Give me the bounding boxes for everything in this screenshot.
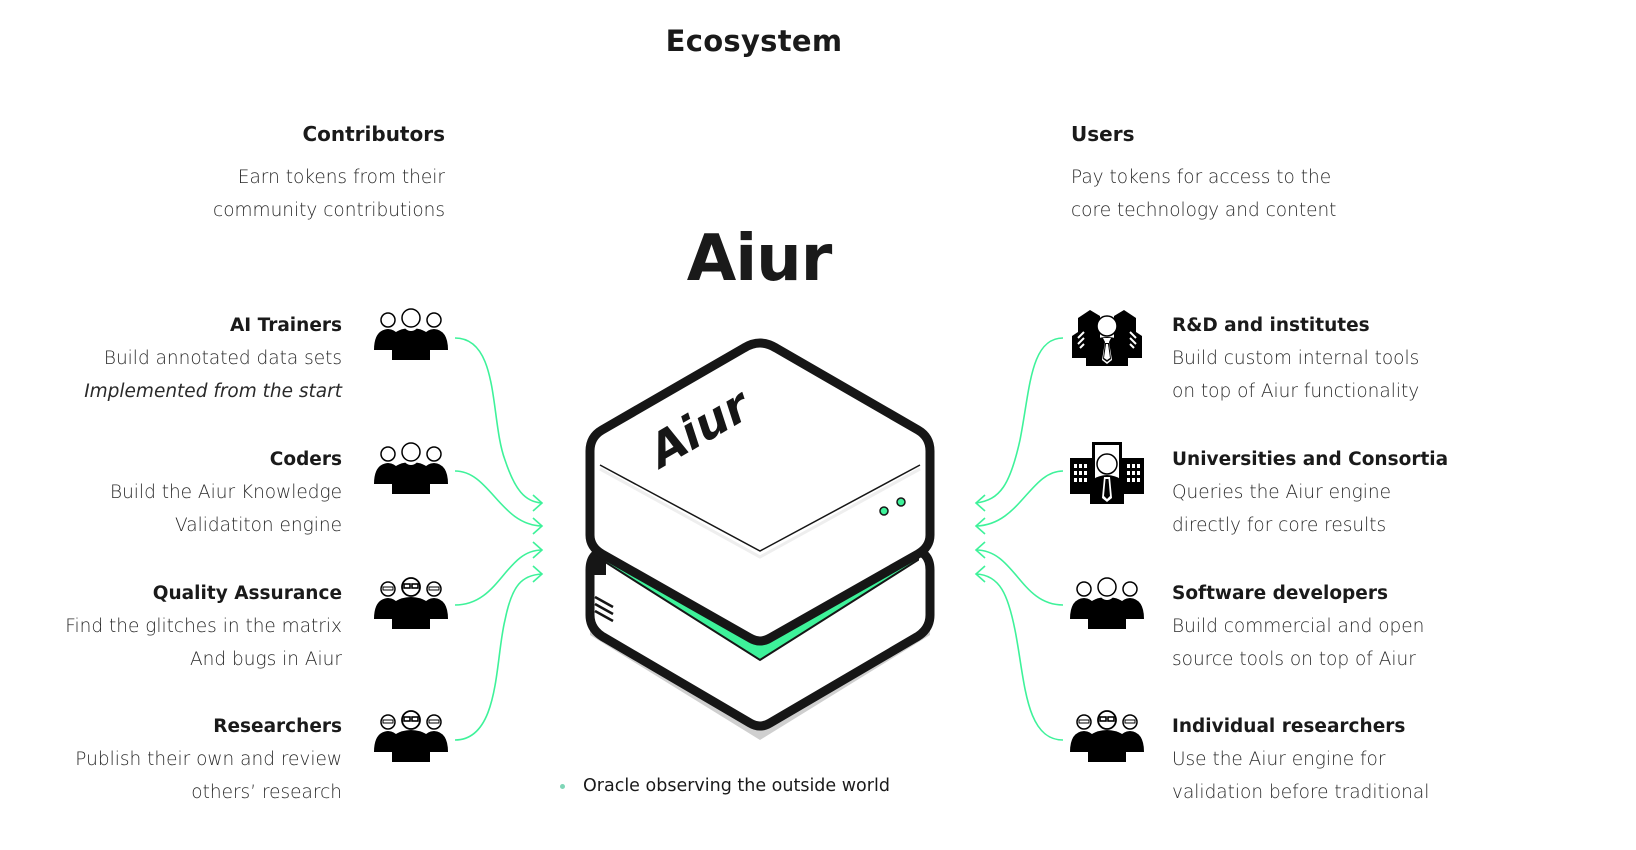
people-glasses-icon xyxy=(374,577,448,629)
role-line: Queries the Aiur engine xyxy=(1172,482,1392,503)
people-group-icon xyxy=(374,308,448,360)
connector-quality-assurance xyxy=(454,549,543,606)
users-desc-line: core technology and content xyxy=(1071,200,1337,221)
role-line: validation before traditional xyxy=(1172,782,1430,803)
page-title: Ecosystem xyxy=(665,24,843,58)
role-line: Use the Aiur engine for xyxy=(1172,749,1386,770)
businessman-buildings-icon xyxy=(1070,308,1144,366)
contributors-description: Earn tokens from their community contrib… xyxy=(145,161,445,227)
role-line: others’ research xyxy=(191,782,342,803)
users-description: Pay tokens for access to the core techno… xyxy=(1071,161,1431,227)
role-line: And bugs in Aiur xyxy=(190,649,342,670)
connector-rnd xyxy=(975,337,1064,504)
connector-software-developers xyxy=(975,549,1064,606)
role-line: Build annotated data sets xyxy=(103,348,342,369)
status-led xyxy=(879,506,889,516)
role-note: Implemented from the start xyxy=(84,381,342,402)
people-glasses-icon xyxy=(374,710,448,762)
oracle-text: Oracle observing the outside world xyxy=(583,776,890,796)
role-line: directly for core results xyxy=(1172,515,1387,536)
users-title: Users xyxy=(1071,122,1135,146)
connector-ai-trainers xyxy=(454,337,543,504)
server-top xyxy=(585,338,935,646)
role-title: Quality Assurance xyxy=(152,583,342,604)
people-group-icon xyxy=(1070,577,1144,629)
arrowhead xyxy=(974,565,986,583)
arrowhead xyxy=(532,494,544,512)
businessman-university-icon xyxy=(1070,442,1144,504)
brand-title: Aiur xyxy=(686,222,833,296)
oracle-bullet-item: Oracle observing the outside world xyxy=(560,776,890,796)
arrowhead xyxy=(532,517,544,535)
role-title: R&D and institutes xyxy=(1172,315,1370,336)
status-led xyxy=(896,497,906,507)
aiur-server-illustration: Aiur xyxy=(585,338,935,740)
role-title: Coders xyxy=(269,449,342,470)
role-line: Build the Aiur Knowledge xyxy=(109,482,342,503)
role-researchers: Researchers Publish their own and review… xyxy=(22,710,342,809)
role-line: Build commercial and open xyxy=(1172,616,1425,637)
role-title: Individual researchers xyxy=(1172,716,1406,737)
users-desc-line: Pay tokens for access to the xyxy=(1071,167,1332,188)
arrowhead xyxy=(974,517,986,535)
role-line: Find the glitches in the matrix xyxy=(65,616,342,637)
contributors-desc-line: Earn tokens from their xyxy=(237,167,445,188)
people-group-icon xyxy=(374,442,448,494)
arrowhead xyxy=(974,494,986,512)
connector-coders xyxy=(454,470,543,527)
role-title: Software developers xyxy=(1172,583,1388,604)
bullet-dot xyxy=(560,783,565,789)
arrowhead xyxy=(532,541,544,559)
role-title: Researchers xyxy=(213,716,342,737)
role-title: Universities and Consortia xyxy=(1172,449,1449,470)
role-quality-assurance: Quality Assurance Find the glitches in t… xyxy=(22,577,342,676)
role-line: on top of Aiur functionality xyxy=(1172,381,1420,402)
role-line: source tools on top of Aiur xyxy=(1172,649,1416,670)
contributors-title: Contributors xyxy=(302,122,445,146)
role-universities: Universities and Consortia Queries the A… xyxy=(1172,443,1512,542)
role-line: Build custom internal tools xyxy=(1172,348,1420,369)
role-coders: Coders Build the Aiur Knowledge Validati… xyxy=(22,443,342,542)
connector-researchers xyxy=(454,573,543,741)
connector-universities xyxy=(975,470,1064,527)
people-glasses-icon xyxy=(1070,710,1144,762)
role-title: AI Trainers xyxy=(229,315,342,336)
arrowhead xyxy=(532,565,544,583)
arrowhead xyxy=(974,541,986,559)
contributors-desc-line: community contributions xyxy=(213,200,445,221)
role-line: Publish their own and review xyxy=(75,749,342,770)
role-ai-trainers: AI Trainers Build annotated data sets Im… xyxy=(22,309,342,408)
connector-individual-researchers xyxy=(975,573,1064,741)
role-line: Validatiton engine xyxy=(175,515,342,536)
role-rnd-institutes: R&D and institutes Build custom internal… xyxy=(1172,309,1512,408)
role-software-developers: Software developers Build commercial and… xyxy=(1172,577,1512,676)
role-individual-researchers: Individual researchers Use the Aiur engi… xyxy=(1172,710,1512,809)
